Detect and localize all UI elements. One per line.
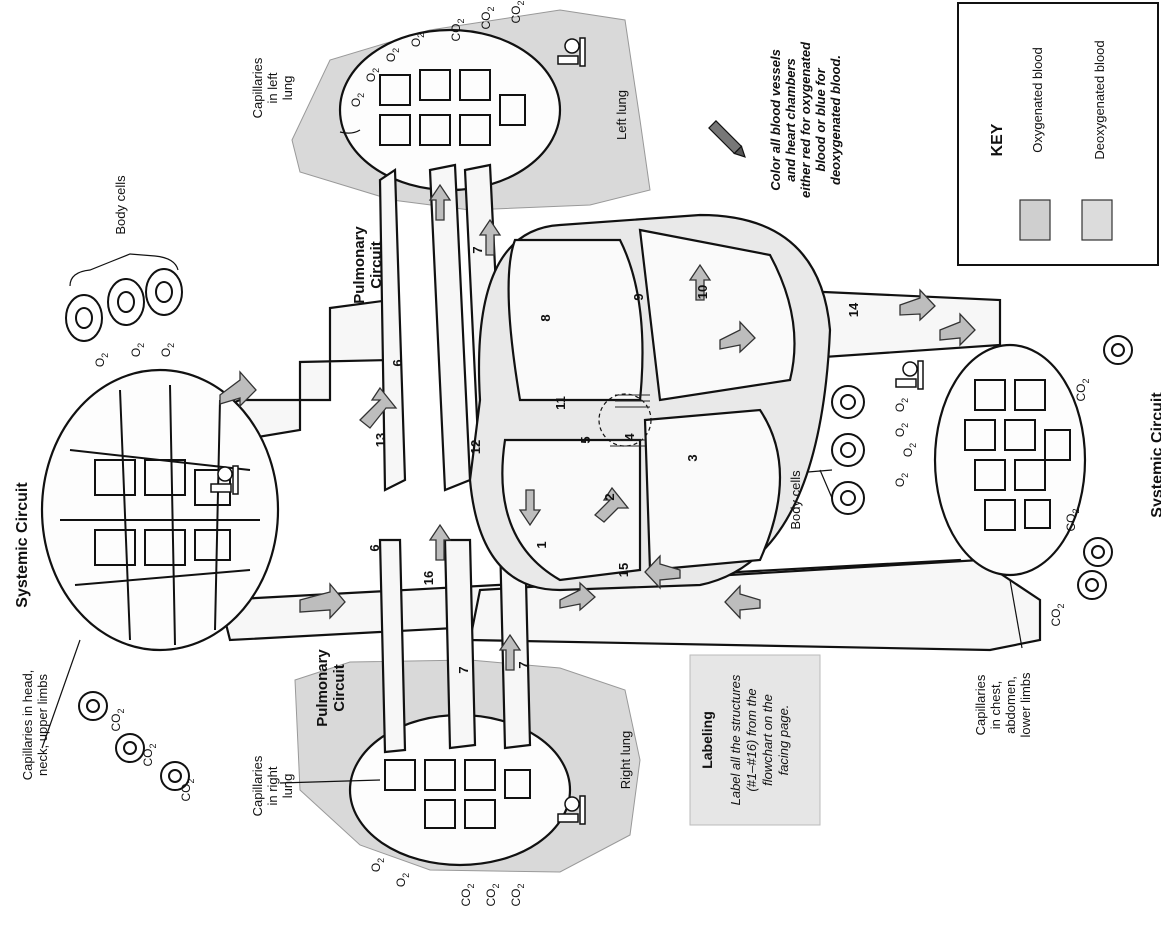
head-capillary-bed — [42, 370, 278, 650]
co2-label: CO2 — [1049, 603, 1066, 626]
structure-number-10: 10 — [695, 285, 710, 299]
label-body-cells-top: Body cells — [113, 175, 128, 235]
microscope-icon — [896, 361, 923, 389]
structure-number-3: 3 — [685, 454, 700, 461]
svg-text:Color all blood vessels: Color all blood vessels — [768, 49, 783, 191]
label-body-cells-mid: Body cells — [788, 470, 803, 530]
key-title: KEY — [989, 123, 1006, 156]
o2-label: O2 — [394, 873, 411, 887]
svg-text:Capillaries: Capillaries — [250, 57, 265, 118]
structure-number-7: 7 — [516, 661, 531, 668]
structure-number-1: 1 — [534, 541, 549, 548]
label-right-lung: Right lung — [618, 731, 633, 790]
structure-number-6: 6 — [367, 544, 382, 551]
key-swatch-deoxygenated — [1082, 200, 1112, 240]
labeling-line-3: flowchart on the — [760, 694, 775, 786]
svg-text:in right: in right — [265, 766, 280, 805]
pulmonary-vessel-right-upper — [380, 540, 405, 752]
svg-text:Capillaries: Capillaries — [973, 674, 988, 735]
o2-label: O2 — [93, 353, 110, 367]
structure-number-7: 7 — [470, 246, 485, 253]
structure-number-7: 7 — [456, 666, 471, 673]
crayon-icon — [709, 121, 749, 161]
o2-label: O2 — [159, 343, 176, 357]
structure-number-5: 5 — [578, 436, 593, 443]
label-left-lung: Left lung — [614, 90, 629, 140]
labeling-box: Labeling Label all the structures (#1–#1… — [690, 655, 820, 825]
structure-number-15: 15 — [616, 563, 631, 577]
label-cap-chest: Capillaries in chest, abdomen, lower lim… — [973, 672, 1033, 738]
o2-label: O2 — [893, 473, 910, 487]
key-box: KEY Oxygenated blood Deoxygenated blood — [958, 3, 1158, 265]
svg-text:Capillaries: Capillaries — [250, 755, 265, 816]
label-cap-head: Capillaries in head, neck, upper limbs — [20, 670, 50, 781]
structure-number-9: 9 — [631, 293, 646, 300]
svg-text:Circuit: Circuit — [331, 664, 348, 712]
co2-label: CO2 — [509, 883, 526, 906]
body-cells-top — [66, 254, 182, 341]
svg-text:lung: lung — [280, 76, 295, 101]
structure-number-4: 4 — [622, 433, 637, 441]
pulmonary-vessel-right-mid — [445, 540, 475, 748]
co2-label: CO2 — [459, 883, 476, 906]
labeling-line-4: facing page. — [776, 705, 791, 776]
svg-text:either red for oxygenated: either red for oxygenated — [798, 41, 813, 198]
structure-number-2: 2 — [602, 493, 617, 500]
svg-text:lower limbs: lower limbs — [1018, 672, 1033, 738]
key-label-deoxygenated: Deoxygenated blood — [1092, 40, 1107, 159]
label-systemic-right: Systemic Circuit — [1149, 392, 1161, 518]
structure-number-16: 16 — [421, 571, 436, 585]
structure-number-13: 13 — [373, 433, 388, 447]
svg-text:neck, upper limbs: neck, upper limbs — [35, 674, 50, 776]
label-cap-left-lung: Capillaries in left lung — [250, 57, 295, 118]
structure-number-11: 11 — [553, 396, 568, 410]
svg-text:in chest,: in chest, — [988, 681, 1003, 729]
o2-label: O2 — [369, 858, 386, 872]
svg-text:lung: lung — [280, 774, 295, 799]
svg-text:blood or blue for: blood or blue for — [813, 67, 828, 171]
co2-label: CO2 — [1074, 378, 1091, 401]
svg-text:Pulmonary: Pulmonary — [351, 226, 368, 304]
o2-label: O2 — [901, 443, 918, 457]
labeling-line-1: Label all the structures — [728, 674, 743, 805]
left-atrium — [509, 240, 643, 400]
svg-text:Circuit: Circuit — [368, 241, 385, 289]
structure-number-12: 12 — [468, 440, 483, 454]
label-systemic-left: Systemic Circuit — [14, 482, 31, 608]
svg-text:abdomen,: abdomen, — [1003, 676, 1018, 734]
label-cap-right-lung: Capillaries in right lung — [250, 755, 295, 816]
o2-label: O2 — [893, 423, 910, 437]
body-cells-head-left — [79, 692, 189, 790]
left-ventricle — [640, 230, 795, 400]
labeling-line-2: (#1–#16) from the — [744, 688, 759, 791]
svg-text:in left: in left — [265, 72, 280, 103]
o2-label: O2 — [893, 398, 910, 412]
svg-text:Capillaries in head,: Capillaries in head, — [20, 670, 35, 781]
structure-number-14: 14 — [846, 302, 861, 317]
key-swatch-oxygenated — [1020, 200, 1050, 240]
o2-label: O2 — [129, 343, 146, 357]
structure-number-8: 8 — [538, 314, 553, 321]
right-ventricle — [645, 410, 780, 570]
svg-text:Pulmonary: Pulmonary — [314, 649, 331, 727]
co2-label: CO2 — [109, 708, 126, 731]
svg-text:deoxygenated blood.: deoxygenated blood. — [828, 55, 843, 185]
key-label-oxygenated: Oxygenated blood — [1030, 47, 1045, 153]
body-cells-lower-right — [1078, 336, 1132, 599]
co2-label: CO2 — [484, 883, 501, 906]
labeling-title: Labeling — [699, 711, 715, 769]
structure-number-6: 6 — [390, 359, 405, 366]
instruction-text: Color all blood vessels and heart chambe… — [768, 41, 843, 198]
svg-text:and heart chambers: and heart chambers — [783, 58, 798, 182]
